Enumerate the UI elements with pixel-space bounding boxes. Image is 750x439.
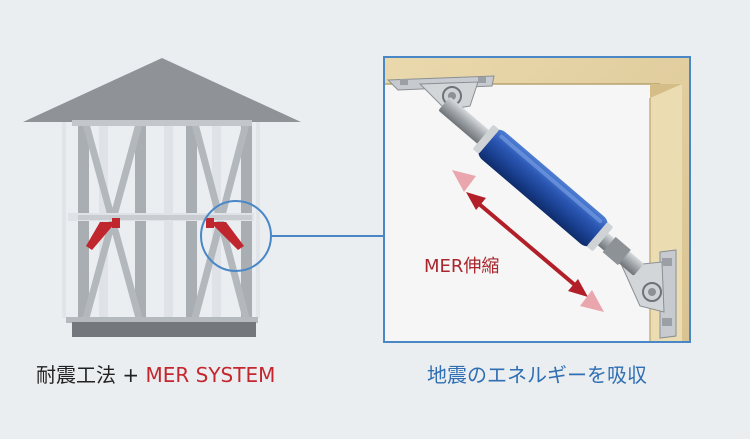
arrow-head-upper: [466, 192, 486, 210]
arrow-ghost-lower: [580, 290, 604, 312]
sill: [66, 317, 258, 323]
bottom-bracket: [621, 249, 677, 339]
left-caption: 耐震工法 + MER SYSTEM: [36, 365, 275, 385]
left-caption-prefix: 耐震工法 +: [36, 363, 146, 387]
right-caption: 地震のエネルギーを吸収: [427, 363, 647, 387]
roof: [23, 58, 301, 122]
detail-border: [383, 56, 691, 343]
wood-corner: [650, 84, 682, 98]
ghost-frame: [62, 122, 260, 318]
top-bracket: [386, 75, 495, 111]
mer-stretch-label: MER伸縮: [424, 256, 500, 277]
mer-brace-left: [86, 218, 120, 250]
mer-brace-right: [206, 218, 244, 250]
stretch-arrow: [452, 170, 604, 312]
left-caption-system: MER SYSTEM: [145, 363, 276, 387]
arrow-head-lower: [568, 279, 588, 297]
arrow-ghost-upper: [452, 170, 476, 192]
mid-beam-shade: [78, 215, 252, 220]
mer-damper: [439, 97, 644, 276]
top-plate: [72, 120, 252, 126]
foundation: [72, 322, 256, 337]
